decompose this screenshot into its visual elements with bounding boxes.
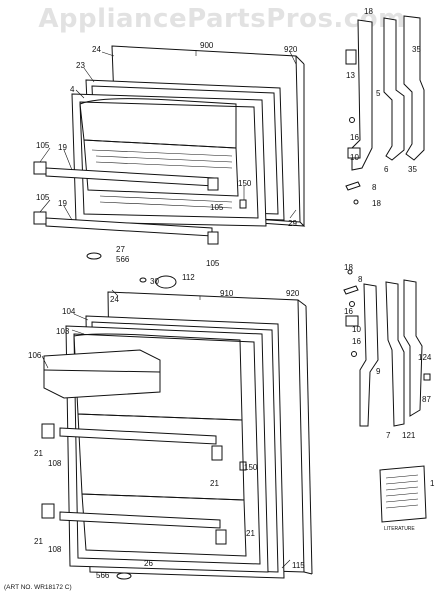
trim-strip-6 [383,17,405,161]
fresh-food-door-assembly [41,291,313,580]
trim-strip-35 [403,15,425,161]
callout-21b: 21 [210,479,219,488]
freezer-hinge-parts [345,15,425,205]
trim-strip-9 [359,283,379,427]
callout-920-lower: 920 [286,289,300,298]
callout-21d: 21 [34,537,43,546]
plug-button-part [155,275,177,289]
literature-caption: LITERATURE [384,526,415,532]
callout-150-lower: 150 [244,463,258,472]
callout-27: 27 [116,245,125,254]
callout-35: 35 [412,45,421,54]
art-number: (ART NO. WR18172 C) [4,584,72,591]
trim-strip-121 [403,279,423,417]
fresh-food-shelf-1 [59,427,217,445]
callout-920: 920 [284,45,298,54]
callout-150: 150 [238,179,252,188]
callout-115: 115 [292,561,305,570]
hinge-cover-13 [345,49,357,65]
freezer-door-assembly [33,45,306,289]
hinge-10b [345,315,359,327]
callout-900: 900 [200,41,214,50]
callout-21: 21 [34,449,43,458]
callout-16-lower: 16 [344,307,353,316]
callout-106: 106 [28,351,42,360]
callout-1: 1 [430,479,435,488]
callout-29: 29 [288,219,297,228]
screw-16 [349,117,355,123]
callout-105c: 105 [210,203,224,212]
callout-112: 112 [182,273,195,282]
shelf-bracket-21 [215,529,227,545]
callout-105d: 105 [206,259,220,268]
trim-strip-7 [385,281,405,427]
callout-16-lower-b: 16 [352,337,361,346]
callout-566-lower: 566 [96,571,110,580]
callout-105b: 105 [36,193,50,202]
clip-part [239,199,247,209]
callout-87: 87 [422,395,431,404]
screw-16b [349,301,355,307]
dairy-compartment-door [43,349,161,399]
callout-16: 16 [350,133,359,142]
callout-910: 910 [220,289,234,298]
callout-26: 26 [144,559,153,568]
freezer-inner-liner [71,93,267,227]
screw-18 [353,199,359,205]
callout-13: 13 [346,71,355,80]
screw-18b [347,269,353,275]
hinge-pin-8 [345,181,361,191]
shelf-bracket-21 [41,503,55,519]
part-124 [423,373,431,381]
hinge-pin-8b [343,285,359,295]
callout-124: 124 [418,353,432,362]
callout-104: 104 [62,307,76,316]
clip-part-150 [239,461,247,471]
callout-6: 6 [384,165,389,174]
door-stop-part [86,252,102,260]
shelf-bracket-21 [41,423,55,439]
callout-18b: 18 [372,199,381,208]
callout-566: 566 [116,255,130,264]
callout-10: 10 [350,153,359,162]
callout-18-lower: 18 [344,263,353,272]
shelf-bracket [33,211,47,225]
callout-108b: 108 [48,545,62,554]
callout-103: 103 [56,327,70,336]
callout-24: 24 [92,45,101,54]
callout-9: 9 [376,367,381,376]
callout-7: 7 [386,431,391,440]
callout-23: 23 [76,61,85,70]
shelf-bracket-21 [211,445,223,461]
shelf-bracket [33,161,47,175]
trim-strip-5 [351,19,373,171]
callout-30: 30 [150,277,159,286]
door-stop-part-26 [116,572,132,580]
screw-part [139,277,147,283]
fresh-food-shelf-2 [59,511,221,529]
callout-8-lower: 8 [358,275,363,284]
callout-4: 4 [70,85,75,94]
callout-105: 105 [36,141,50,150]
callout-24-lower: 24 [110,295,119,304]
callout-8: 8 [372,183,377,192]
callout-108: 108 [48,459,62,468]
screw-16c [351,351,357,357]
callout-5: 5 [376,89,381,98]
hinge-10 [347,147,361,159]
literature-booklet [379,465,427,523]
shelf-bracket [207,231,219,245]
shelf-bracket [207,177,219,191]
leader-lines [39,50,297,569]
callout-18: 18 [364,7,373,16]
callout-21c: 21 [246,529,255,538]
callout-19: 19 [58,143,67,152]
callout-10-lower: 10 [352,325,361,334]
callout-19b: 19 [58,199,67,208]
fresh-food-hinge-parts [343,269,431,427]
callout-121: 121 [402,431,416,440]
callout-35b: 35 [408,165,417,174]
